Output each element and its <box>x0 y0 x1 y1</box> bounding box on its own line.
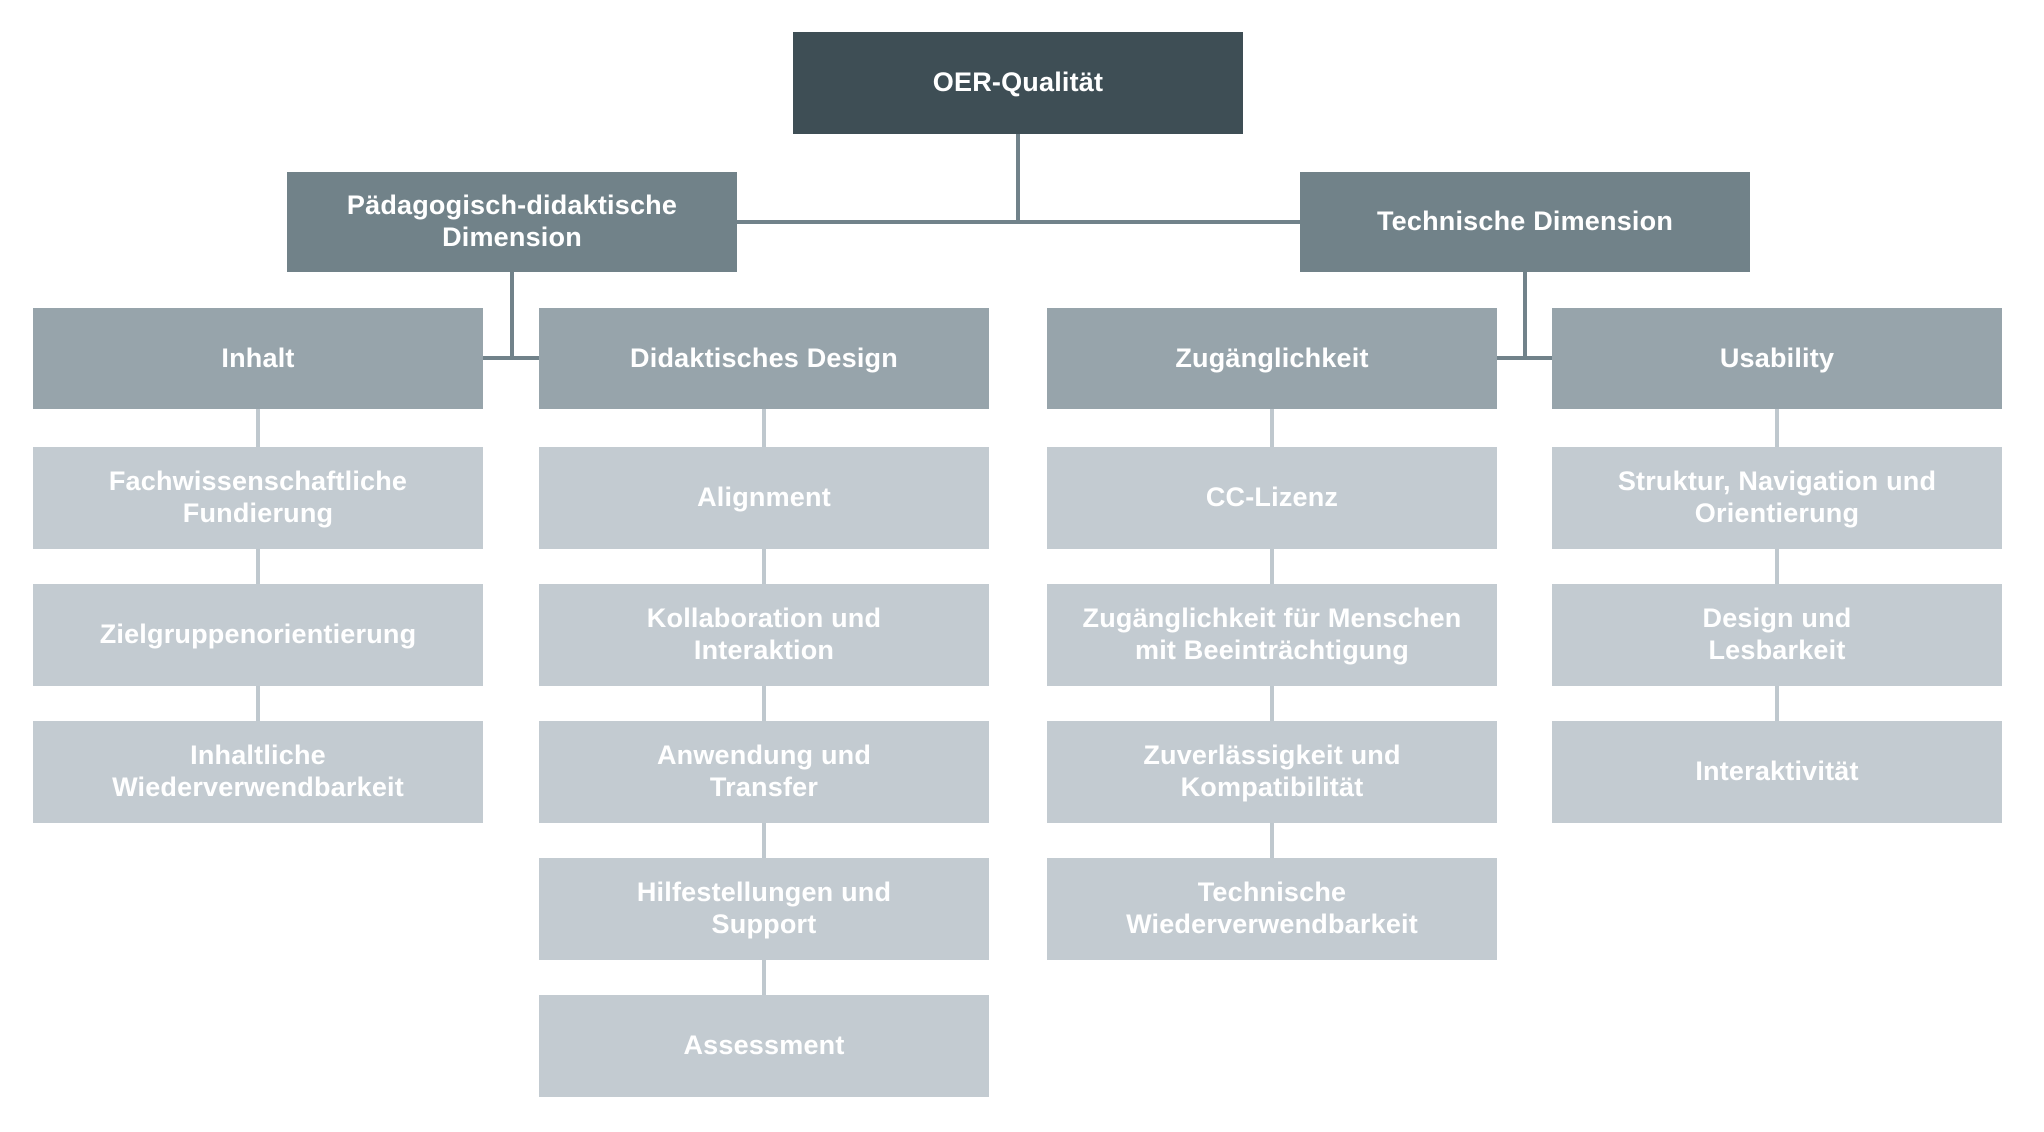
node-alignment: Alignment <box>539 447 989 549</box>
connector-col2-a <box>762 409 766 447</box>
connector-col2-c <box>762 686 766 721</box>
node-design-und-lesbarkeit: Design und Lesbarkeit <box>1552 584 2002 686</box>
connector-col2-d <box>762 823 766 858</box>
connector-col3-a <box>1270 409 1274 447</box>
node-assessment: Assessment <box>539 995 989 1097</box>
node-technische-dimension: Technische Dimension <box>1300 172 1750 272</box>
connector-zugaenglichkeit-usability-link <box>1497 356 1552 360</box>
node-didaktisches-design: Didaktisches Design <box>539 308 989 409</box>
node-zuverlaessigkeit-und-kompatibilitaet: Zuverlässigkeit und Kompatibilität <box>1047 721 1497 823</box>
connector-col1-b <box>256 549 260 584</box>
node-struktur-navigation-orientierung: Struktur, Navigation und Orientierung <box>1552 447 2002 549</box>
connector-dimensions-horizontal <box>737 220 1300 224</box>
node-oer-qualitaet: OER-Qualität <box>793 32 1243 134</box>
connector-dimension2-drop <box>1523 272 1527 359</box>
connector-col3-c <box>1270 686 1274 721</box>
connector-col2-e <box>762 960 766 995</box>
connector-col3-d <box>1270 823 1274 858</box>
connector-col4-a <box>1775 409 1779 447</box>
connector-col4-b <box>1775 549 1779 584</box>
node-paedagogisch-didaktische-dimension: Pädagogisch-didaktische Dimension <box>287 172 737 272</box>
node-cc-lizenz: CC-Lizenz <box>1047 447 1497 549</box>
node-zielgruppenorientierung: Zielgruppenorientierung <box>33 584 483 686</box>
connector-col2-b <box>762 549 766 584</box>
node-zugaenglichkeit: Zugänglichkeit <box>1047 308 1497 409</box>
connector-col1-a <box>256 409 260 447</box>
node-technische-wiederverwendbarkeit: Technische Wiederverwendbarkeit <box>1047 858 1497 960</box>
connector-col3-b <box>1270 549 1274 584</box>
node-zugaenglichkeit-fuer-menschen: Zugänglichkeit für Menschen mit Beeinträ… <box>1047 584 1497 686</box>
connector-inhalt-didaktisches-link <box>483 356 539 360</box>
node-interaktivitaet: Interaktivität <box>1552 721 2002 823</box>
connector-col4-c <box>1775 686 1779 721</box>
node-hilfestellungen-und-support: Hilfestellungen und Support <box>539 858 989 960</box>
node-inhaltliche-wiederverwendbarkeit: Inhaltliche Wiederverwendbarkeit <box>33 721 483 823</box>
connector-root-drop <box>1016 134 1020 224</box>
node-fachwissenschaftliche-fundierung: Fachwissenschaftliche Fundierung <box>33 447 483 549</box>
node-anwendung-und-transfer: Anwendung und Transfer <box>539 721 989 823</box>
node-inhalt: Inhalt <box>33 308 483 409</box>
node-kollaboration-und-interaktion: Kollaboration und Interaktion <box>539 584 989 686</box>
connector-dimension1-drop <box>510 272 514 359</box>
connector-col1-c <box>256 686 260 721</box>
node-usability: Usability <box>1552 308 2002 409</box>
